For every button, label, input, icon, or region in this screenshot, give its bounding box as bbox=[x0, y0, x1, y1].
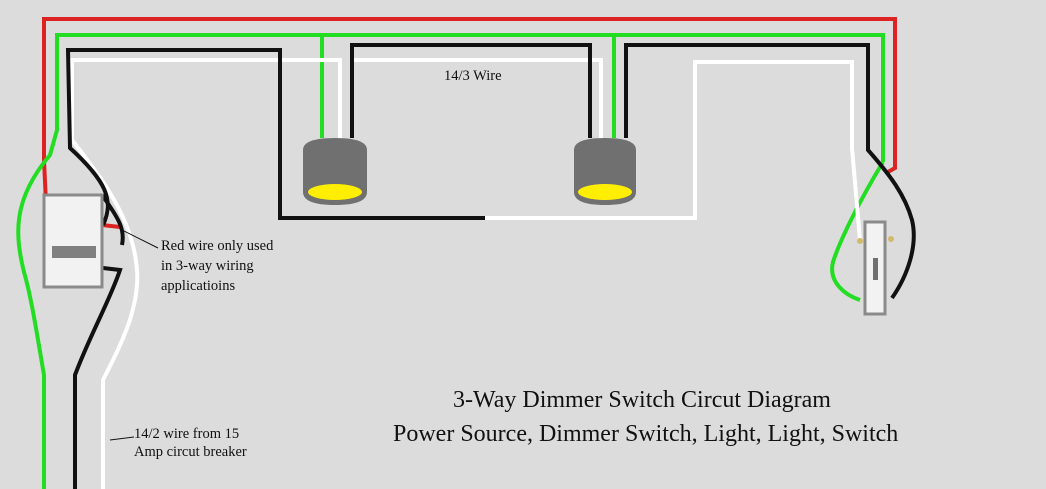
green-ground-switch bbox=[830, 160, 885, 302]
wire-14-3-label: 14/3 Wire bbox=[444, 68, 502, 84]
red-wire-note-line3: applicatioins bbox=[161, 278, 236, 294]
switch-toggle bbox=[873, 258, 878, 280]
red-wire-note-line2: in 3-way wiring bbox=[161, 258, 254, 274]
switch-terminal-1 bbox=[857, 238, 863, 244]
black-hot-source bbox=[73, 266, 123, 489]
red-wire-note-line1: Red wire only used bbox=[161, 238, 274, 254]
black-hot-fixture1 bbox=[350, 43, 592, 138]
black-hot-dimmer-top bbox=[65, 48, 485, 246]
diagram-title-line1: 3-Way Dimmer Switch Circut Diagram bbox=[453, 387, 831, 413]
white-neutral-source bbox=[70, 58, 342, 489]
diagram-title-line2: Power Source, Dimmer Switch, Light, Ligh… bbox=[393, 421, 899, 447]
green-ground-main bbox=[16, 33, 885, 489]
red-traveler-wire bbox=[42, 17, 897, 226]
source-note-pointer bbox=[109, 436, 135, 441]
dimmer-switch bbox=[42, 193, 104, 289]
three-way-switch bbox=[857, 220, 894, 316]
black-hot-to-switch bbox=[624, 43, 916, 300]
source-note-line2: Amp circut breaker bbox=[134, 444, 247, 460]
source-note-line1: 14/2 wire from 15 bbox=[134, 426, 240, 442]
dimmer-slider bbox=[52, 246, 96, 258]
bulb-2 bbox=[578, 184, 632, 200]
light-fixture-2 bbox=[574, 138, 636, 205]
bulb-1 bbox=[308, 184, 362, 200]
switch-terminal-2 bbox=[888, 236, 894, 242]
light-fixture-1 bbox=[303, 138, 367, 205]
red-note-pointer bbox=[121, 229, 159, 249]
white-neutral-lights bbox=[352, 58, 862, 241]
